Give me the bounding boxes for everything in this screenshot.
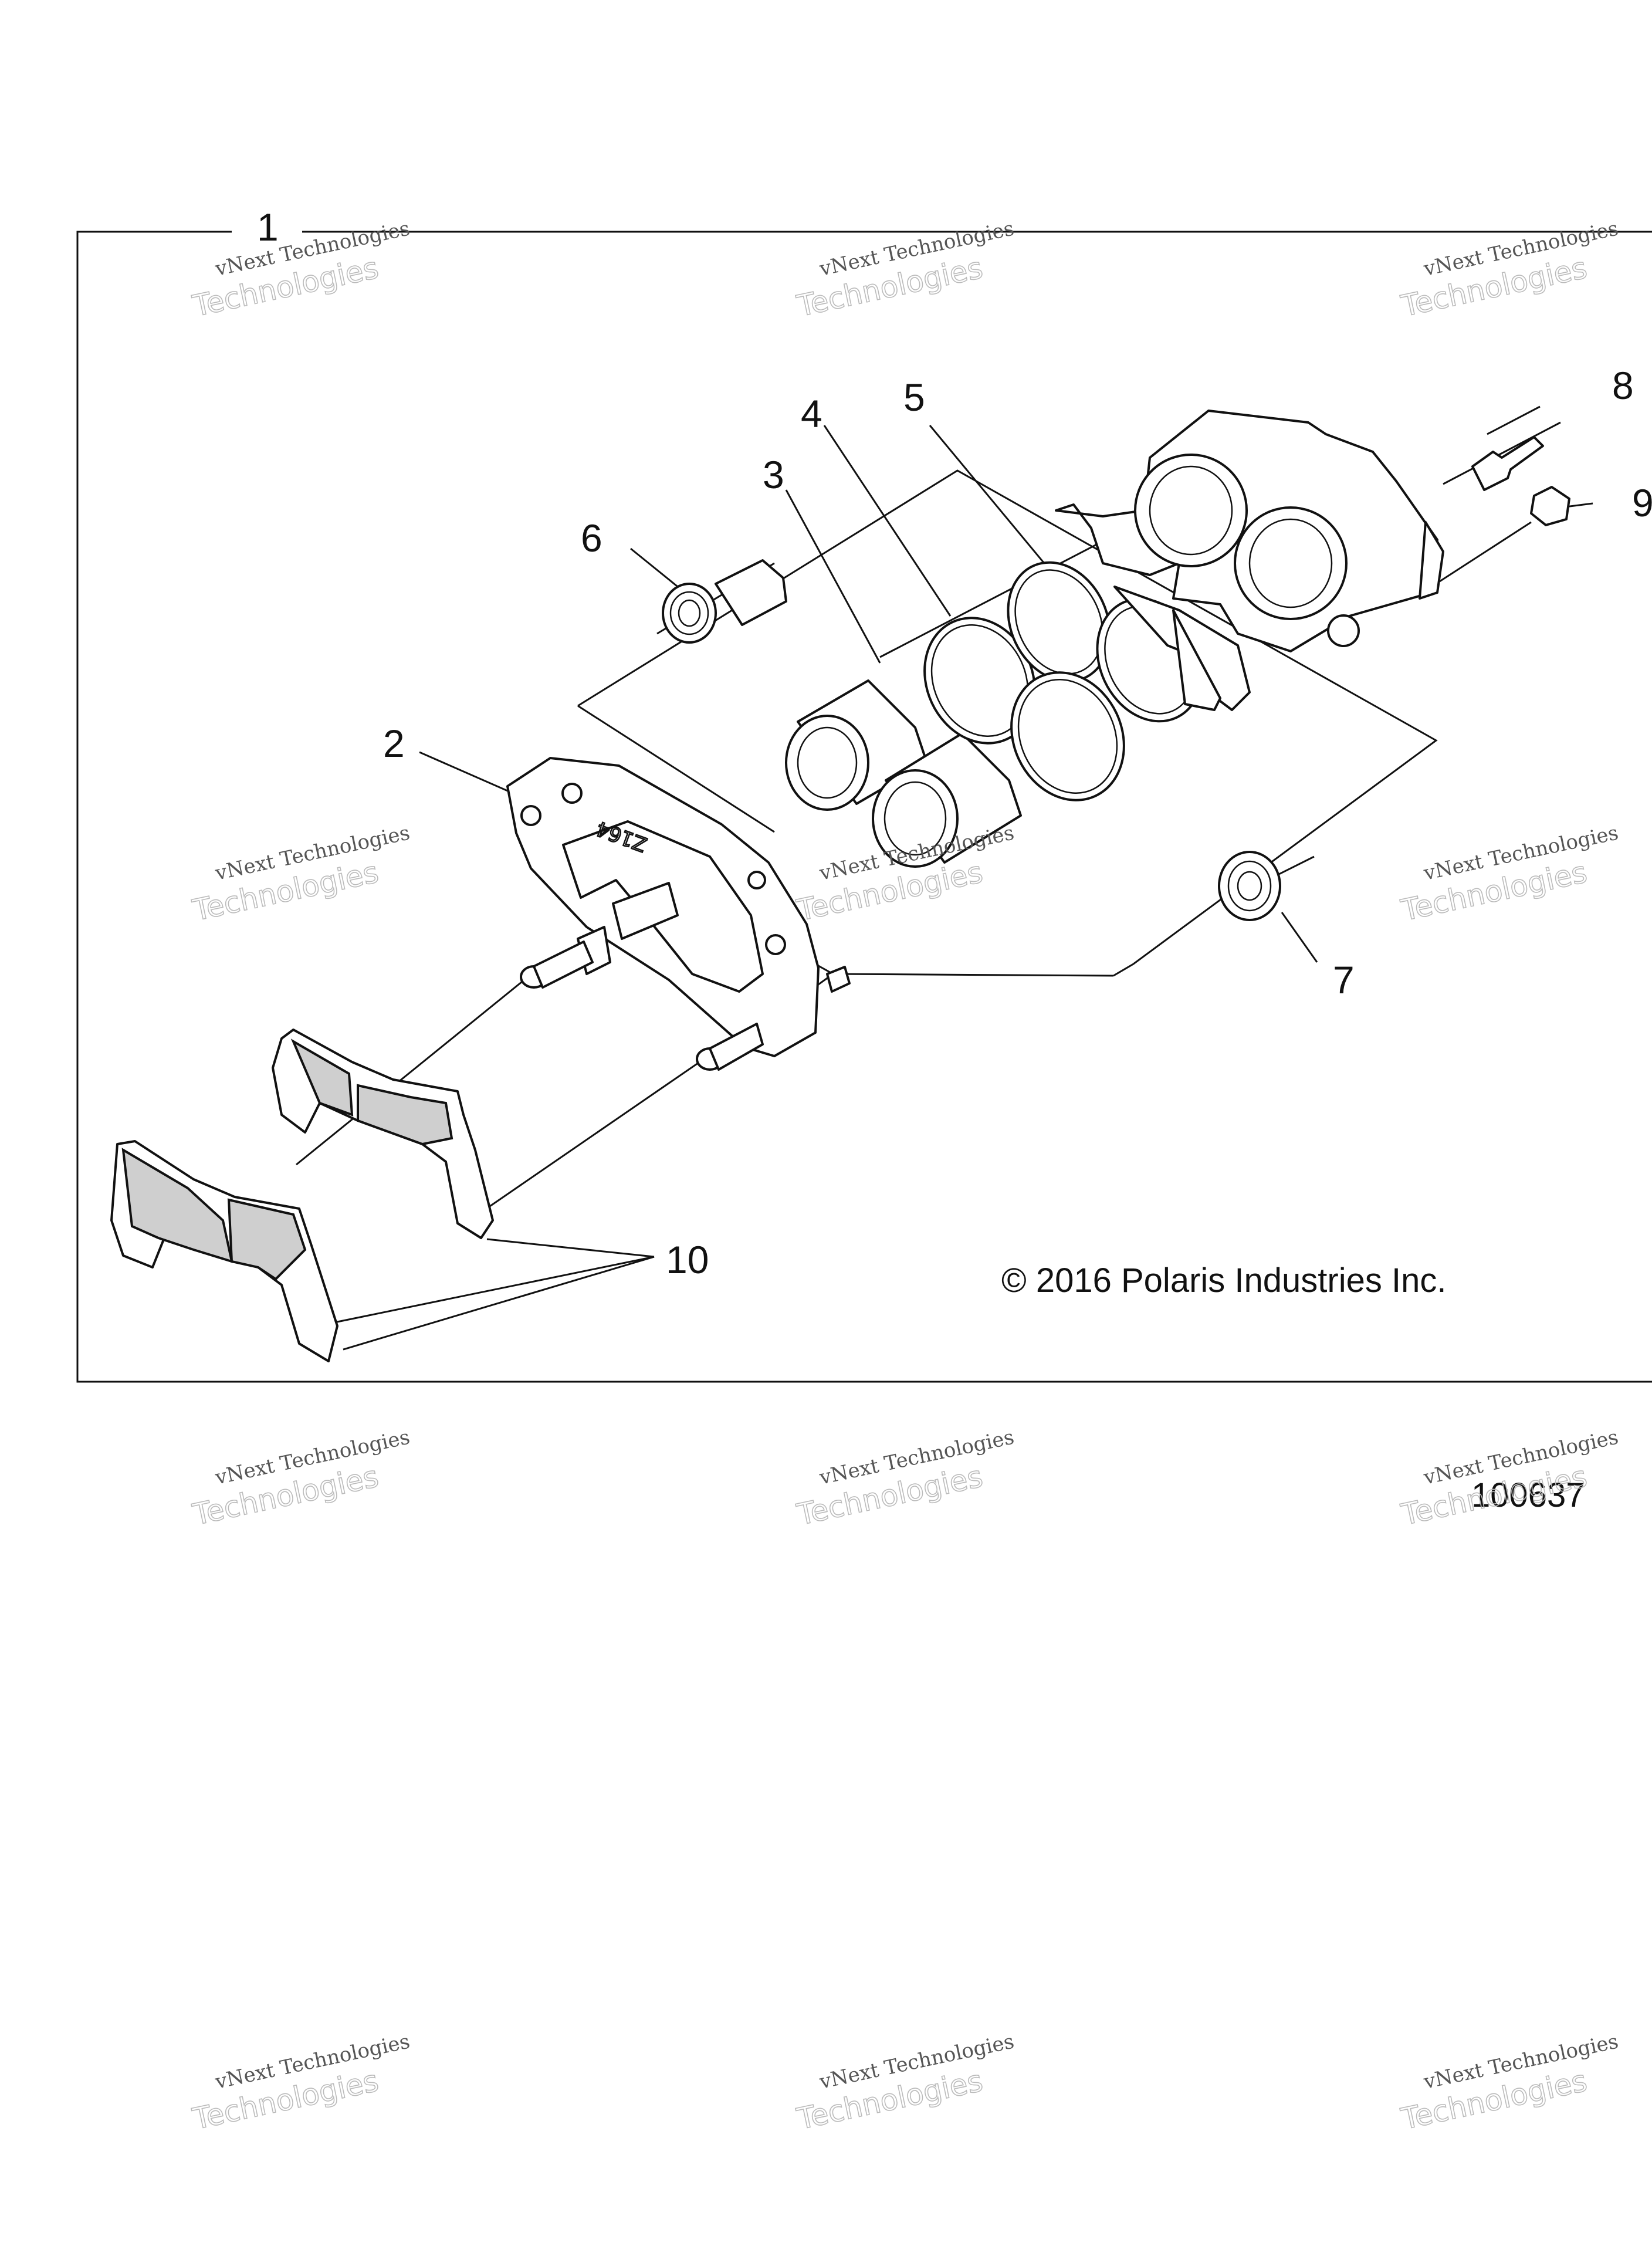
callout-3: 3 [763, 453, 784, 496]
caliper-body [1055, 410, 1444, 711]
callout-6: 6 [581, 516, 602, 560]
callout-5: 5 [903, 376, 925, 419]
slide-pin-boot [662, 559, 787, 644]
pistons [785, 679, 1022, 868]
callout-4: 4 [801, 392, 822, 435]
callout-labels: 1 2 3 4 5 6 7 8 9 10 [257, 205, 1652, 1281]
bleeder-screw [1471, 436, 1544, 491]
callout-9: 9 [1632, 481, 1652, 525]
copyright-notice: © 2016 Polaris Industries Inc. [1001, 1261, 1446, 1300]
callout-8: 8 [1612, 364, 1634, 407]
bleeder-cap [1530, 486, 1570, 526]
callout-1: 1 [257, 205, 279, 249]
assembly-frame [76, 231, 1652, 1383]
piston-seals [923, 561, 1204, 801]
callout-10: 10 [666, 1238, 709, 1281]
callout-7: 7 [1333, 958, 1355, 1002]
callout-2: 2 [383, 722, 405, 765]
figure-number: 100637 [1471, 1476, 1585, 1514]
caliper-bracket: Z164 [506, 757, 851, 1071]
slide-pin-boot-lower [1218, 851, 1281, 921]
brake-pads [110, 1029, 494, 1362]
